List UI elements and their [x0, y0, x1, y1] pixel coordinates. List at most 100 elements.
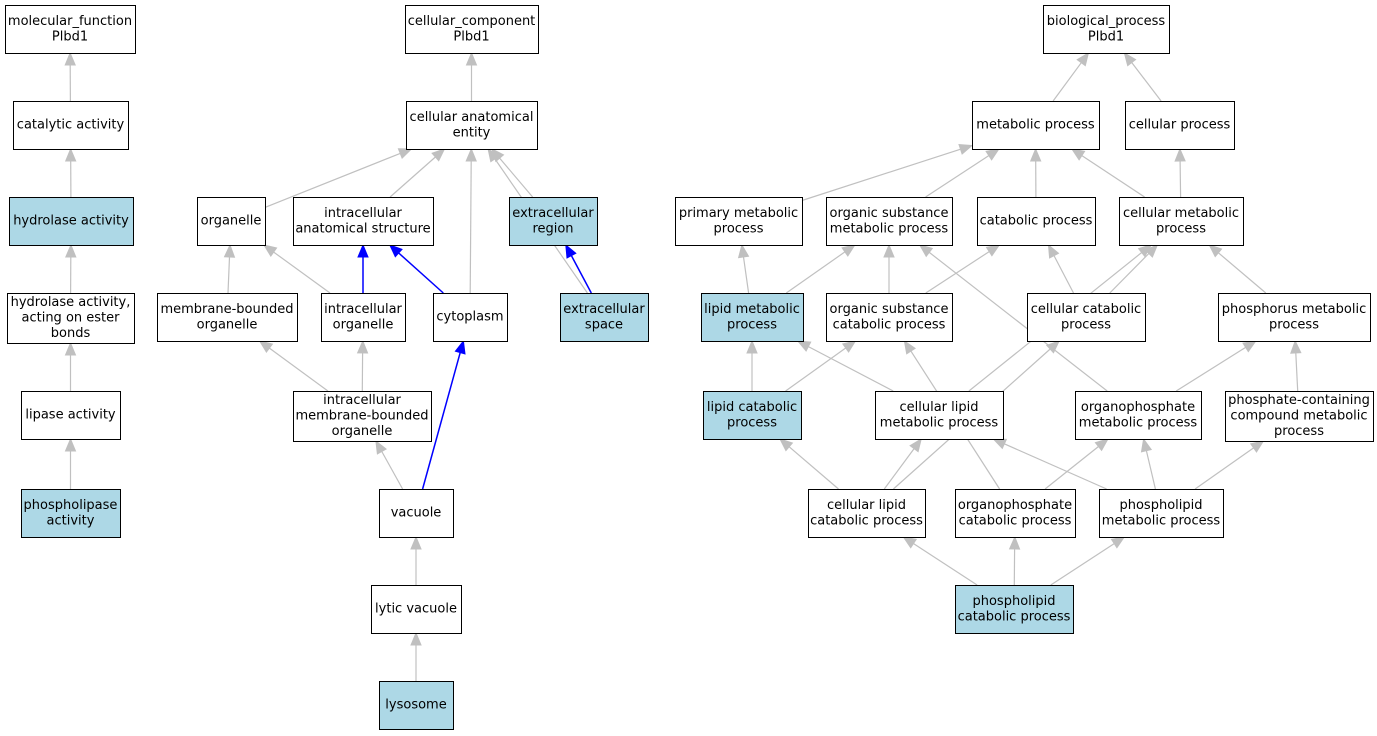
node-box [1125, 101, 1235, 150]
edge-arrowhead [1123, 51, 1137, 67]
node-box [1099, 489, 1224, 538]
node-hydrolase[interactable]: hydrolase activity [9, 197, 134, 246]
node-label: phosphate-containing [1228, 393, 1370, 408]
edge-lipid_cp-to-lipid_mp [746, 339, 758, 391]
node-cytoplasm[interactable]: cytoplasm [433, 293, 508, 342]
node-label: catabolic process [959, 513, 1072, 528]
edge-clmp-to-lipid_mp [796, 340, 894, 392]
edge-arrowhead [909, 437, 922, 453]
edge-arrowhead [357, 243, 369, 258]
node-label: lipase activity [25, 408, 116, 423]
node-label: cellular lipid [827, 498, 906, 513]
edge-vacuole-to-cytoplasm [421, 339, 466, 490]
edge-line [421, 352, 461, 490]
edge-arrowhead [1290, 339, 1302, 354]
node-label: lytic vacuole [375, 602, 457, 617]
edge-line [925, 251, 990, 294]
node-label: acting on ester [22, 311, 121, 326]
edge-arrowhead [918, 244, 934, 258]
node-catalytic[interactable]: catalytic activity [13, 101, 129, 150]
node-box [675, 197, 803, 246]
edge-arrowhead [64, 147, 77, 162]
edge-line [1109, 253, 1150, 294]
node-box [321, 293, 406, 342]
node-label: organic substance [830, 302, 949, 317]
node-box [379, 489, 454, 538]
node-vacuole[interactable]: vacuole [379, 489, 454, 538]
node-label: entity [453, 125, 491, 140]
edge-line [499, 157, 534, 198]
edge-arrowhead [1110, 536, 1126, 549]
node-catabolic[interactable]: catabolic process [977, 197, 1096, 246]
edge-arrowhead [1137, 244, 1153, 258]
node-label: membrane-bounded [295, 409, 428, 424]
edge-io-to-organelle [262, 244, 331, 294]
edge-pccmp-to-phos_mp [1290, 339, 1302, 392]
edge-plmp-to-opmp [1140, 437, 1156, 490]
node-label: catabolic process [958, 609, 1071, 624]
node-label: process [1156, 221, 1206, 236]
edge-lipase-to-hydrolase_ester [64, 341, 77, 391]
node-label: hydrolase activity [13, 214, 129, 229]
edge-line [913, 542, 978, 586]
edge-hydrolase-to-catalytic [64, 147, 77, 198]
node-lipase[interactable]: lipase activity [21, 391, 121, 440]
node-metabolic[interactable]: metabolic process [972, 101, 1100, 150]
node-box [21, 489, 121, 538]
node-label: organelle [332, 424, 393, 439]
node-label: organelle [197, 317, 258, 332]
node-label: metabolic process [1079, 415, 1198, 430]
edge-arrowhead [1029, 147, 1042, 162]
edge-line [928, 251, 1108, 392]
edge-arrowhead [465, 147, 477, 162]
node-label: metabolic process [880, 415, 999, 430]
node-label: phosphorus metabolic [1222, 302, 1366, 317]
node-label: organophosphate [958, 498, 1072, 513]
edge-lytic-to-vacuole [410, 535, 422, 585]
node-lytic[interactable]: lytic vacuole [371, 585, 462, 634]
node-cellular[interactable]: cellular process [1125, 101, 1235, 150]
node-label: process [1269, 317, 1319, 332]
edge-mbo-to-organelle [223, 243, 236, 294]
node-organelle[interactable]: organelle [197, 197, 266, 246]
node-box [7, 293, 135, 344]
edge-arrowhead [258, 340, 274, 353]
edge-arrowhead [410, 535, 422, 550]
edge-line [801, 148, 961, 202]
node-box [560, 293, 649, 342]
node-label: activity [47, 513, 95, 528]
edge-plmp-to-pccmp [1194, 440, 1265, 490]
edge-arrowhead [487, 147, 500, 163]
node-lysosome[interactable]: lysosome [379, 681, 454, 730]
edge-arrowhead [1208, 244, 1223, 258]
node-label: cellular process [1129, 118, 1231, 133]
